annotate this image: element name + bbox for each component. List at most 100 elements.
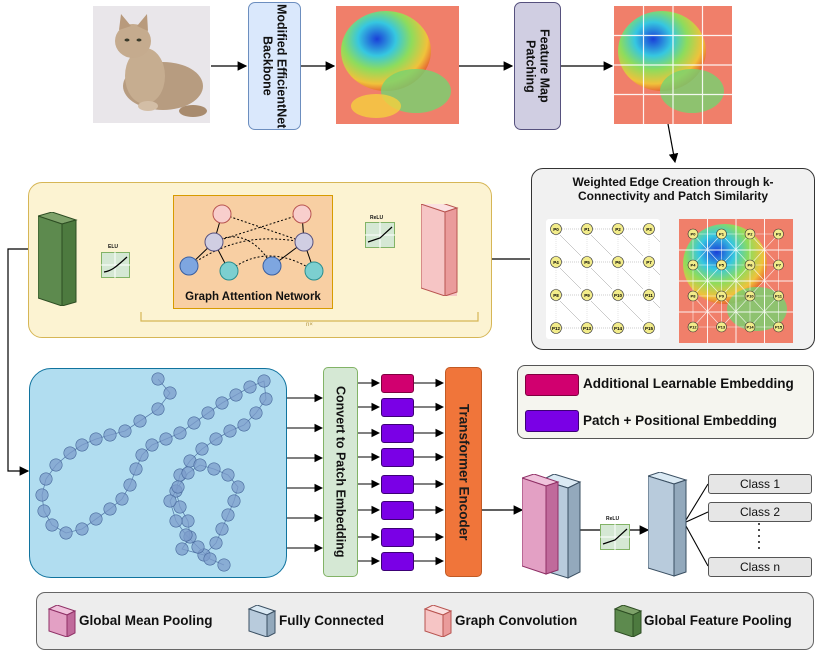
svg-text:P13: P13 bbox=[718, 325, 726, 330]
repeat-label: n× bbox=[306, 322, 313, 328]
graph-convolution-block bbox=[419, 199, 461, 301]
patching-label: Feature Map Patching bbox=[523, 29, 552, 103]
svg-text:P8: P8 bbox=[691, 294, 697, 299]
graph-node bbox=[118, 424, 132, 438]
backbone-label: Modified EfficientNet Backbone bbox=[260, 3, 289, 129]
graph-node bbox=[133, 414, 147, 428]
legend-label-global-feature-pooling: Global Feature Pooling bbox=[644, 613, 792, 628]
graph-node bbox=[229, 388, 243, 402]
overlay-node-14: P14 bbox=[744, 321, 756, 333]
svg-text:P13: P13 bbox=[583, 326, 592, 331]
svg-text:P11: P11 bbox=[775, 294, 783, 299]
grid-node-14: P14 bbox=[612, 322, 624, 334]
graph-node bbox=[259, 392, 273, 406]
svg-text:P1: P1 bbox=[719, 232, 725, 237]
patch-token-embedding bbox=[381, 448, 414, 467]
svg-text:P14: P14 bbox=[614, 326, 623, 331]
overlay-node-8: P8 bbox=[687, 290, 699, 302]
graph-node bbox=[49, 458, 63, 472]
overlay-node-4: P4 bbox=[687, 259, 699, 271]
patch-embedding-swatch bbox=[525, 410, 579, 432]
graph-node bbox=[35, 488, 49, 502]
graph-node bbox=[191, 540, 205, 554]
graph-node bbox=[173, 426, 187, 440]
patch-embedding-label: Patch + Positional Embedding bbox=[583, 413, 777, 428]
edge-creation-title: Weighted Edge Creation through k-Connect… bbox=[572, 175, 774, 203]
elu-activation: ELU bbox=[101, 244, 130, 278]
graph-node bbox=[187, 416, 201, 430]
svg-text:P10: P10 bbox=[746, 294, 754, 299]
gat-title: Graph Attention Network bbox=[185, 291, 321, 303]
graph-node bbox=[215, 522, 229, 536]
overlay-node-15: P15 bbox=[773, 321, 784, 333]
svg-text:P9: P9 bbox=[584, 293, 590, 298]
fully-connected-block bbox=[646, 471, 688, 585]
overlay-node-3: P3 bbox=[773, 228, 784, 240]
svg-text:P0: P0 bbox=[553, 227, 559, 232]
svg-text:P15: P15 bbox=[775, 325, 783, 330]
graph-node bbox=[89, 432, 103, 446]
global-feature-pooling-block bbox=[36, 211, 80, 311]
grid-node-9: P9 bbox=[581, 289, 593, 301]
patch-token-embedding bbox=[381, 398, 414, 417]
graph-node bbox=[103, 428, 117, 442]
graph-node bbox=[209, 536, 223, 550]
global-mean-pooling-icon bbox=[47, 605, 77, 637]
gat-box: Graph Attention Network bbox=[173, 195, 333, 309]
patch-token-embedding bbox=[381, 424, 414, 443]
repeat-bracket bbox=[140, 312, 479, 322]
graph-node bbox=[237, 418, 251, 432]
graph-node bbox=[63, 446, 77, 460]
graph-node bbox=[181, 514, 195, 528]
graph-node bbox=[227, 494, 241, 508]
patch-token-embedding bbox=[381, 552, 414, 571]
class-1-box: Class 1 bbox=[708, 474, 812, 494]
graph-node bbox=[163, 494, 177, 508]
relu-label-gat: ReLU bbox=[370, 215, 384, 221]
patch-token-embedding bbox=[381, 475, 414, 494]
grid-node-2: P2 bbox=[612, 223, 624, 235]
graph-node bbox=[257, 374, 271, 388]
graph-node bbox=[193, 458, 207, 472]
grid-node-4: P4 bbox=[550, 256, 562, 268]
grid-node-3: P3 bbox=[643, 223, 655, 235]
bottom-legend: Global Mean Pooling Fully Connected Grap… bbox=[36, 592, 814, 650]
convert-box: Convert to Patch Embedding bbox=[323, 367, 358, 577]
graph-node bbox=[179, 528, 193, 542]
graph-node bbox=[249, 406, 263, 420]
overlay-node-0: P0 bbox=[687, 228, 699, 240]
overlay-node-13: P13 bbox=[716, 321, 727, 333]
svg-text:P4: P4 bbox=[691, 263, 697, 268]
legend-label-global-mean-pooling: Global Mean Pooling bbox=[79, 613, 213, 628]
convert-label: Convert to Patch Embedding bbox=[333, 386, 348, 558]
overlay-node-12: P12 bbox=[687, 321, 699, 333]
relu-label-head: ReLU bbox=[606, 516, 620, 522]
graph-node bbox=[181, 466, 195, 480]
graph-node bbox=[217, 558, 231, 572]
grid-node-0: P0 bbox=[550, 223, 562, 235]
graph-node bbox=[221, 508, 235, 522]
graph-node bbox=[59, 526, 73, 540]
graph-node bbox=[201, 406, 215, 420]
graph-node bbox=[123, 478, 137, 492]
graph-node bbox=[39, 472, 53, 486]
additional-embedding-swatch bbox=[525, 374, 579, 396]
input-cat-image bbox=[93, 6, 210, 123]
graph-node bbox=[209, 432, 223, 446]
graph-node bbox=[195, 442, 209, 456]
graph-node bbox=[171, 480, 185, 494]
graph-node bbox=[175, 542, 189, 556]
overlay-node-9: P9 bbox=[716, 290, 727, 302]
patched-heatmap-image bbox=[614, 6, 732, 124]
graph-node bbox=[89, 512, 103, 526]
embedding-legend: Additional Learnable Embedding Patch + P… bbox=[517, 365, 814, 439]
svg-text:P14: P14 bbox=[746, 325, 754, 330]
patch-graph-box bbox=[29, 368, 287, 578]
graph-convolution-icon bbox=[423, 605, 453, 637]
grid-node-6: P6 bbox=[612, 256, 624, 268]
svg-text:P5: P5 bbox=[719, 263, 725, 268]
svg-text:P9: P9 bbox=[719, 294, 725, 299]
graph-node bbox=[145, 438, 159, 452]
svg-text:P3: P3 bbox=[776, 232, 782, 237]
